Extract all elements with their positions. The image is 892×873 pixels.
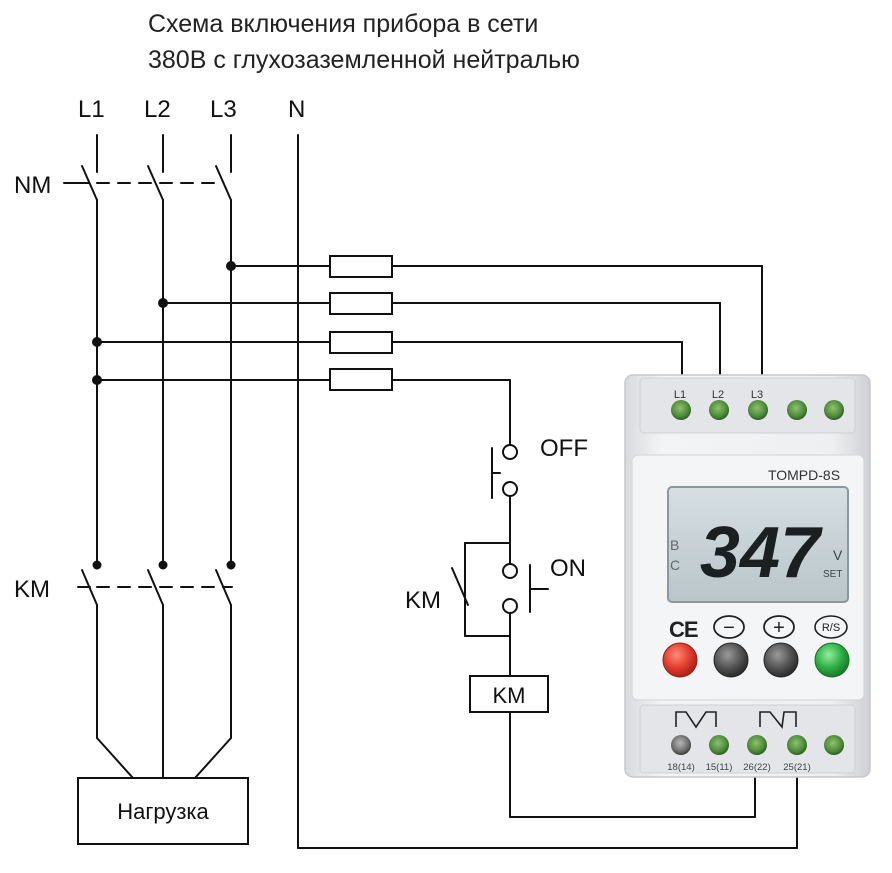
- plus-button[interactable]: [763, 642, 799, 678]
- lcd-display: [667, 486, 849, 603]
- load-label: Нагрузка: [117, 799, 209, 824]
- contact-circles: [502, 444, 518, 614]
- lcd-unit: V: [833, 547, 843, 563]
- bus-label-l1: L1: [78, 96, 105, 123]
- lcd-set: SET: [823, 569, 842, 580]
- breaker-label: NM: [14, 172, 51, 199]
- terminal-screw-5[interactable]: [824, 400, 844, 420]
- svg-text:+: +: [773, 617, 785, 639]
- bus-label-l2: L2: [144, 96, 171, 123]
- contactor-label: KM: [14, 576, 50, 603]
- terminal-screw-25[interactable]: [787, 735, 807, 755]
- lcd-voltage-value: 347: [700, 513, 823, 593]
- lcd-phase-b: B: [670, 537, 679, 553]
- terminal-screw-4[interactable]: [787, 400, 807, 420]
- terminal-screw-l2[interactable]: [709, 400, 729, 420]
- terminal-label-l2: L2: [712, 389, 724, 401]
- title-line-2: 380В с глухозаземленной нейтралью: [148, 46, 580, 74]
- top-terminals: [671, 400, 844, 420]
- lcd-phase-c: C: [670, 557, 680, 573]
- terminal-screw-15[interactable]: [709, 735, 729, 755]
- terminal-screw-extra[interactable]: [824, 735, 844, 755]
- voltage-relay-device: L1 L2 L3 TOMPD-8S B C 347 V SET CE − + R…: [624, 374, 871, 778]
- green-button[interactable]: [814, 642, 850, 678]
- bus-label-l3: L3: [210, 96, 237, 123]
- fuse-l2: [329, 292, 393, 315]
- off-button-label: OFF: [540, 435, 588, 462]
- on-button-label: ON: [550, 555, 586, 582]
- title-line-1: Схема включения прибора в сети: [148, 10, 538, 38]
- svg-text:R/S: R/S: [822, 622, 840, 634]
- terminal-label-l1: L1: [674, 389, 686, 401]
- relay-contact-symbols: [675, 711, 797, 729]
- fuse-l1-control: [329, 368, 393, 391]
- terminal-screw-l3[interactable]: [748, 400, 768, 420]
- fuses: [329, 255, 393, 391]
- plus-symbol: +: [763, 615, 795, 639]
- coil-label: KM: [493, 683, 526, 708]
- junction-dots: [92, 261, 236, 570]
- terminal-label-26: 26(22): [743, 762, 770, 773]
- terminal-label-15: 15(11): [706, 762, 733, 773]
- device-top-block: [639, 377, 856, 434]
- minus-symbol: −: [713, 615, 745, 639]
- ce-mark: CE: [669, 617, 698, 642]
- terminal-label-18: 18(14): [667, 762, 694, 773]
- terminal-screw-18[interactable]: [671, 735, 691, 755]
- device-bottom-block: [639, 704, 856, 774]
- bus-label-n: N: [288, 96, 305, 123]
- terminal-screw-26[interactable]: [747, 735, 767, 755]
- terminal-label-25: 25(21): [783, 762, 810, 773]
- bottom-terminals: [671, 735, 844, 755]
- terminal-screw-l1[interactable]: [671, 400, 691, 420]
- wires: [63, 134, 798, 849]
- terminal-label-l3: L3: [751, 389, 763, 401]
- device-model: TOMPD-8S: [768, 467, 840, 483]
- load-box: [77, 777, 249, 845]
- rs-symbol: R/S: [814, 615, 848, 639]
- coil-box: [469, 675, 549, 713]
- fuse-l3: [329, 255, 393, 278]
- aux-contact-label: KM: [405, 587, 441, 614]
- red-button[interactable]: [662, 642, 698, 678]
- svg-text:−: −: [723, 617, 735, 639]
- minus-button[interactable]: [713, 642, 749, 678]
- fuse-l1-device: [329, 331, 393, 354]
